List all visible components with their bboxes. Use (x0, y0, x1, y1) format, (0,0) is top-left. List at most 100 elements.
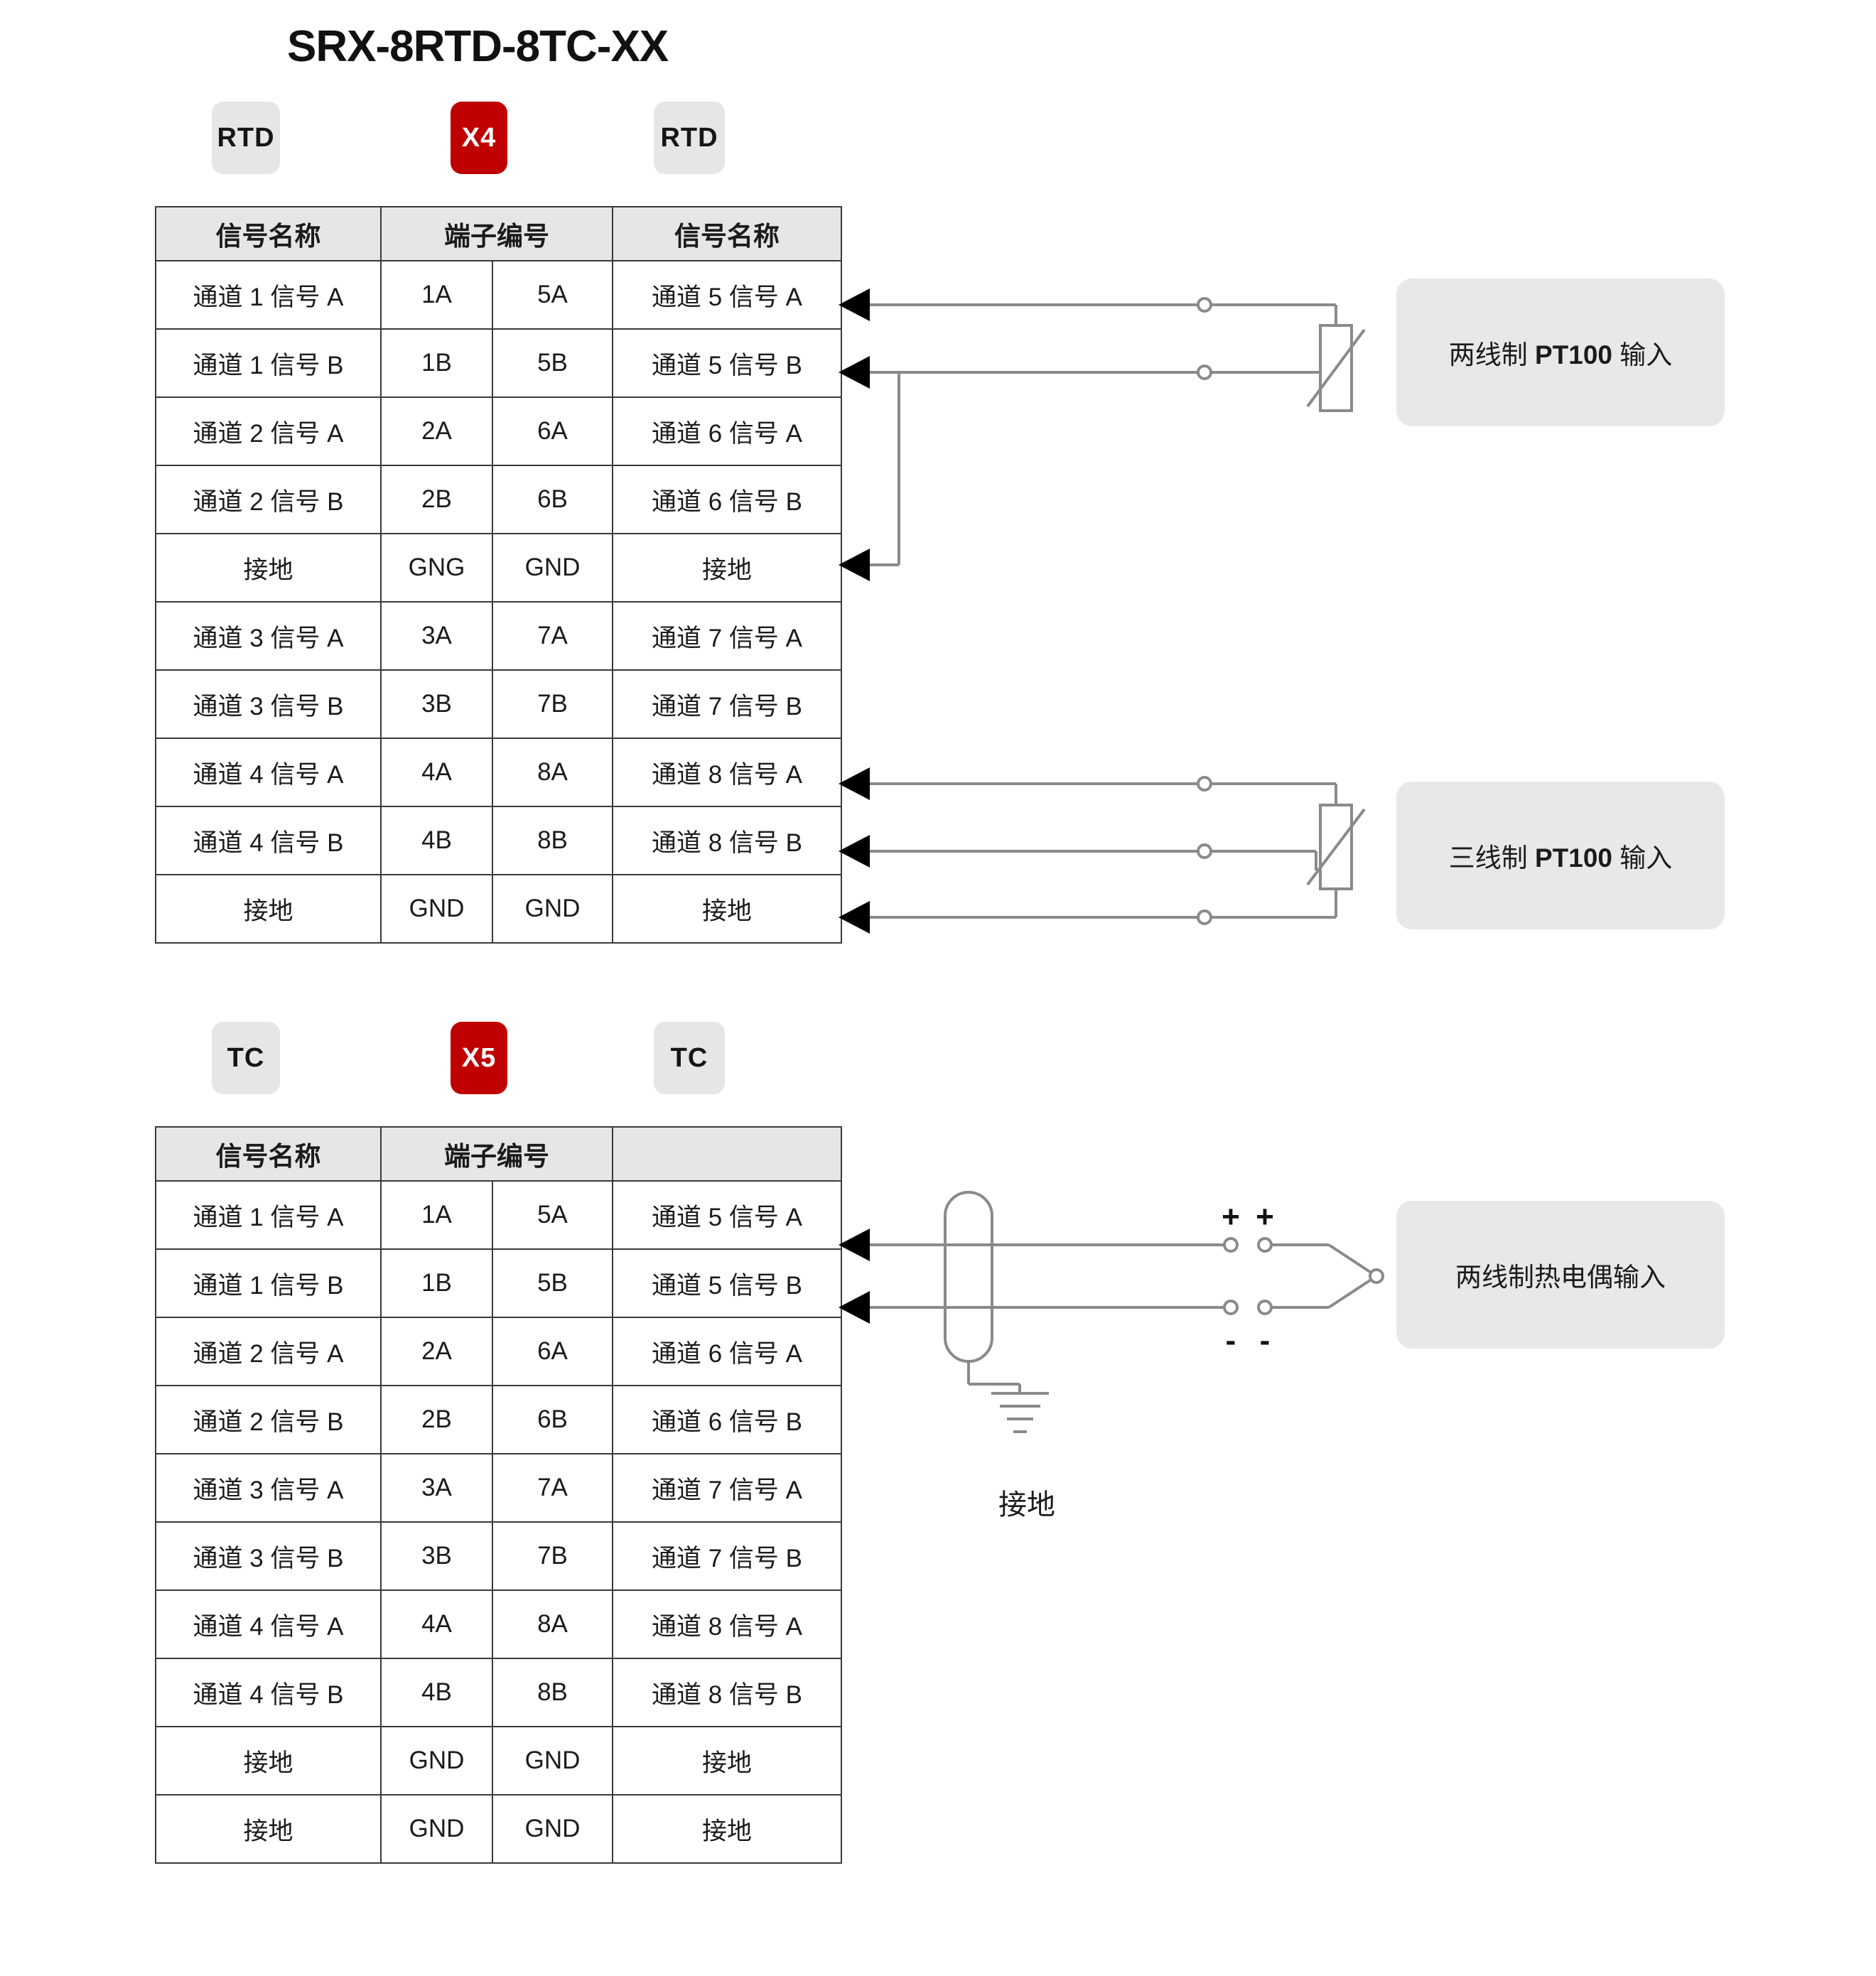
cell-signal-left: 接地 (155, 874, 382, 944)
header-signal-right: 信号名称 (612, 206, 842, 261)
badge-label: TC (227, 1042, 265, 1073)
wiring-diagram-pt100-2wire (839, 288, 1366, 581)
cell-signal-right: 通道 6 信号 A (612, 396, 842, 466)
cell-terminal-left: 1A (380, 1180, 493, 1250)
polarity-minus-left: - (1225, 1323, 1236, 1358)
cell-signal-right: 通道 8 信号 A (612, 738, 842, 807)
terminal-dot-icon (1197, 365, 1212, 380)
cell-terminal-left: 4A (380, 1589, 493, 1659)
cell-signal-right: 通道 5 信号 A (612, 1180, 842, 1250)
cell-signal-left: 接地 (155, 1794, 382, 1864)
badge-x5: X5 (451, 1022, 507, 1094)
cell-signal-left: 通道 3 信号 B (155, 669, 382, 739)
callout-bold: PT100 (1534, 843, 1612, 873)
cell-terminal-right: GND (492, 874, 613, 944)
cell-terminal-left: 2B (380, 1385, 493, 1454)
terminal-dot-icon (1197, 297, 1212, 313)
callout-pt100-2wire: 两线制 PT100 输入 (1396, 279, 1725, 426)
cell-signal-right: 接地 (612, 1726, 842, 1796)
cell-signal-right: 通道 5 信号 B (612, 1248, 842, 1318)
cell-signal-left: 通道 3 信号 A (155, 601, 382, 671)
header-signal-left: 信号名称 (155, 1126, 382, 1182)
cell-signal-left: 通道 2 信号 B (155, 465, 382, 534)
cell-signal-left: 通道 4 信号 B (155, 1658, 382, 1727)
cell-terminal-left: 1B (380, 328, 493, 398)
terminal-dot-icon (1257, 1300, 1273, 1315)
wiring-diagram-thermocouple (839, 1191, 1384, 1433)
terminal-dot-icon (1197, 909, 1212, 925)
table-header-row: 信号名称 端子编号 (155, 1126, 842, 1182)
cell-signal-left: 通道 1 信号 A (155, 1180, 382, 1250)
cell-signal-left: 接地 (155, 533, 382, 603)
badge-label: TC (670, 1042, 708, 1073)
badge-tc-left: TC (212, 1022, 280, 1094)
arrow-left-icon (839, 901, 870, 934)
cell-signal-right: 通道 8 信号 B (612, 1658, 842, 1727)
callout-suffix: 输入 (1612, 843, 1673, 873)
terminal-dot-icon (1223, 1300, 1239, 1315)
cell-terminal-right: 5B (492, 1248, 613, 1318)
ground-label: 接地 (998, 1489, 1055, 1521)
terminal-dot-icon (1197, 776, 1212, 792)
cell-signal-left: 通道 3 信号 B (155, 1521, 382, 1591)
terminal-dot-icon (1257, 1237, 1273, 1253)
cell-terminal-right: 8A (492, 1589, 613, 1659)
badge-label: X5 (461, 1042, 497, 1073)
cell-terminal-left: 4B (380, 1658, 493, 1727)
cell-terminal-right: 7A (492, 601, 613, 671)
cell-terminal-left: 2B (380, 465, 493, 534)
cell-terminal-left: 3A (380, 601, 493, 671)
cell-terminal-right: 6B (492, 1385, 613, 1454)
cell-terminal-left: GND (380, 1794, 493, 1864)
header-terminal-no: 端子编号 (380, 1126, 613, 1182)
cell-signal-right: 通道 6 信号 B (612, 1385, 842, 1454)
header-signal-left: 信号名称 (155, 206, 382, 261)
cell-terminal-right: 7B (492, 669, 613, 739)
arrow-left-icon (839, 549, 870, 581)
callout-bold: PT100 (1534, 340, 1612, 369)
cell-terminal-right: 8B (492, 806, 613, 875)
cell-signal-right: 通道 5 信号 B (612, 328, 842, 398)
cell-signal-left: 通道 4 信号 B (155, 806, 382, 875)
badge-label: X4 (461, 122, 497, 153)
terminal-dot-icon (1223, 1237, 1239, 1253)
polarity-plus-right: + (1256, 1199, 1274, 1234)
header-signal-right-empty (612, 1126, 842, 1182)
cell-terminal-right: 6B (492, 465, 613, 534)
cell-terminal-left: 3B (380, 1521, 493, 1591)
cell-terminal-right: 7A (492, 1453, 613, 1523)
callout-text: 两线制热电偶输入 (1455, 1263, 1666, 1292)
cell-terminal-left: 2A (380, 1317, 493, 1386)
cell-signal-right: 通道 8 信号 A (612, 1589, 842, 1659)
callout-suffix: 输入 (1612, 340, 1673, 369)
cell-signal-left: 通道 2 信号 B (155, 1385, 382, 1454)
cell-signal-left: 通道 2 信号 A (155, 1317, 382, 1386)
cell-terminal-left: GND (380, 874, 493, 944)
page-title: SRX-8RTD-8TC-XX (287, 22, 669, 71)
cell-signal-left: 通道 4 信号 A (155, 1589, 382, 1659)
cell-signal-right: 通道 6 信号 B (612, 465, 842, 534)
wiring-diagram-pt100-3wire (839, 767, 1366, 934)
cell-signal-right: 接地 (612, 533, 842, 603)
cell-signal-left: 通道 4 信号 A (155, 738, 382, 807)
badge-label: RTD (660, 122, 718, 153)
cell-signal-right: 接地 (612, 1794, 842, 1864)
cell-terminal-right: 6A (492, 1317, 613, 1386)
